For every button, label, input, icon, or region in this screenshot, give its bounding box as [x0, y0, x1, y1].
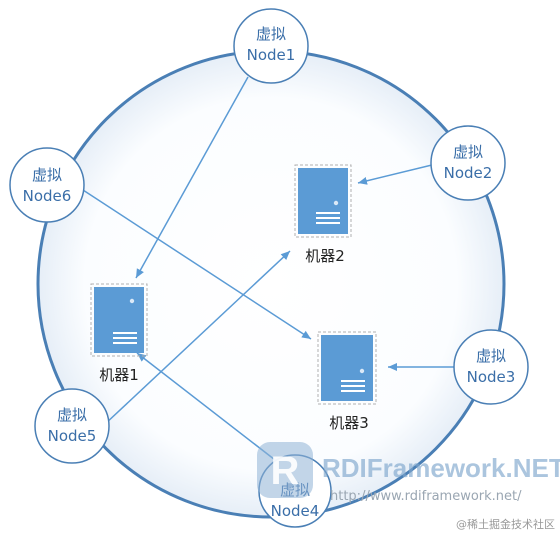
edge-node1-machine1 [135, 76, 249, 279]
virtual-node-3: 虚拟 Node3 [453, 329, 529, 405]
machine-3: 机器3 [317, 331, 377, 432]
virtual-node-6-label: 虚拟 [32, 166, 62, 184]
virtual-node-3-id: Node3 [467, 368, 516, 386]
virtual-node-4-id: Node4 [271, 502, 320, 520]
virtual-node-5-label: 虚拟 [57, 406, 87, 424]
virtual-node-6: 虚拟 Node6 [9, 147, 85, 223]
watermark-logo [257, 442, 313, 498]
watermark-brand: RDIFramework.NET [322, 453, 560, 483]
machine-2: 机器2 [294, 164, 352, 265]
machine-1-label: 机器1 [99, 366, 139, 384]
watermark: R RDIFramework.NET http://www.rdiframewo… [257, 442, 560, 504]
edge-node2-machine2 [357, 163, 437, 185]
virtual-node-5: 虚拟 Node5 [34, 388, 110, 464]
virtual-node-5-id: Node5 [48, 427, 97, 445]
virtual-node-1: 虚拟 Node1 [233, 8, 309, 84]
credit-text: @稀土掘金技术社区 [456, 517, 555, 531]
virtual-node-1-id: Node1 [247, 46, 296, 64]
virtual-node-6-id: Node6 [23, 187, 72, 205]
watermark-url: http://www.rdiframework.net/ [330, 489, 522, 504]
virtual-node-3-label: 虚拟 [476, 347, 506, 365]
server-icon [298, 168, 348, 234]
machine-1: 机器1 [90, 283, 148, 384]
watermark-logo-letter: R [271, 449, 300, 493]
virtual-node-2: 虚拟 Node2 [430, 125, 506, 201]
virtual-node-2-label: 虚拟 [453, 143, 483, 161]
virtual-node-1-label: 虚拟 [256, 25, 286, 43]
machine-3-label: 机器3 [329, 414, 369, 432]
edge-node5-machine2 [103, 250, 291, 426]
virtual-node-2-id: Node2 [444, 164, 493, 182]
edge-node6-machine3 [82, 189, 312, 340]
machine-2-label: 机器2 [305, 247, 345, 265]
